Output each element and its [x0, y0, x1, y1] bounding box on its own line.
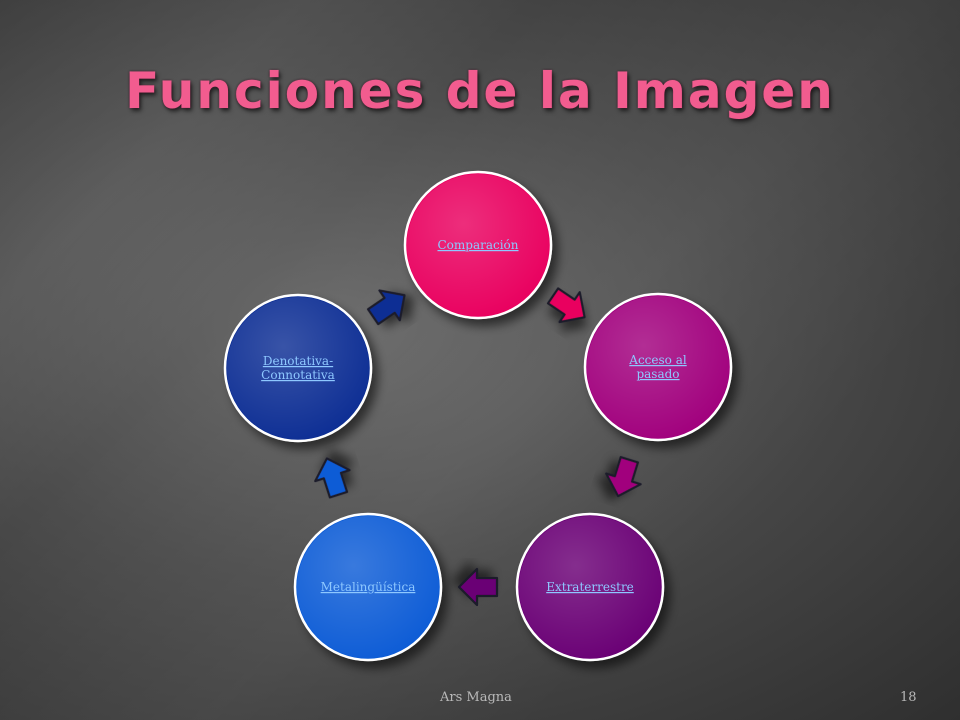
arrow-acceso [605, 456, 642, 498]
node-label[interactable]: pasado [636, 367, 679, 381]
node-metalinguistica[interactable]: Metalingüística [293, 512, 443, 662]
arrow-extraterrestre [457, 567, 499, 607]
node-sheen [407, 174, 549, 316]
arrow-denotativa [366, 289, 406, 326]
footer-label: Ars Magna [440, 690, 512, 705]
arrow-shape [314, 457, 351, 499]
node-sheen [519, 516, 661, 658]
arrow-metalinguistica [314, 457, 351, 499]
slide-title: Funciones de la Imagen [125, 62, 835, 120]
node-denotativa[interactable]: Denotativa-Connotativa [223, 293, 373, 443]
node-label[interactable]: Metalingüística [321, 580, 416, 594]
node-label[interactable]: Denotativa- [263, 354, 333, 368]
node-label[interactable]: Comparación [437, 238, 518, 252]
node-sheen [587, 296, 729, 438]
node-extraterrestre[interactable]: Extraterrestre [515, 512, 665, 662]
arrow-comparacion [546, 287, 586, 324]
connector-arrows [314, 287, 642, 607]
node-label[interactable]: Acceso al [628, 353, 687, 367]
node-sheen [227, 297, 369, 439]
arrow-shape [605, 456, 642, 498]
node-comparacion[interactable]: Comparación [403, 170, 553, 320]
arrow-shape [366, 289, 406, 326]
node-label[interactable]: Extraterrestre [546, 580, 634, 594]
page-number: 18 [900, 690, 917, 705]
node-label[interactable]: Connotativa [261, 368, 335, 382]
arrow-shape [546, 287, 586, 324]
arrow-shape [457, 567, 499, 607]
node-sheen [297, 516, 439, 658]
